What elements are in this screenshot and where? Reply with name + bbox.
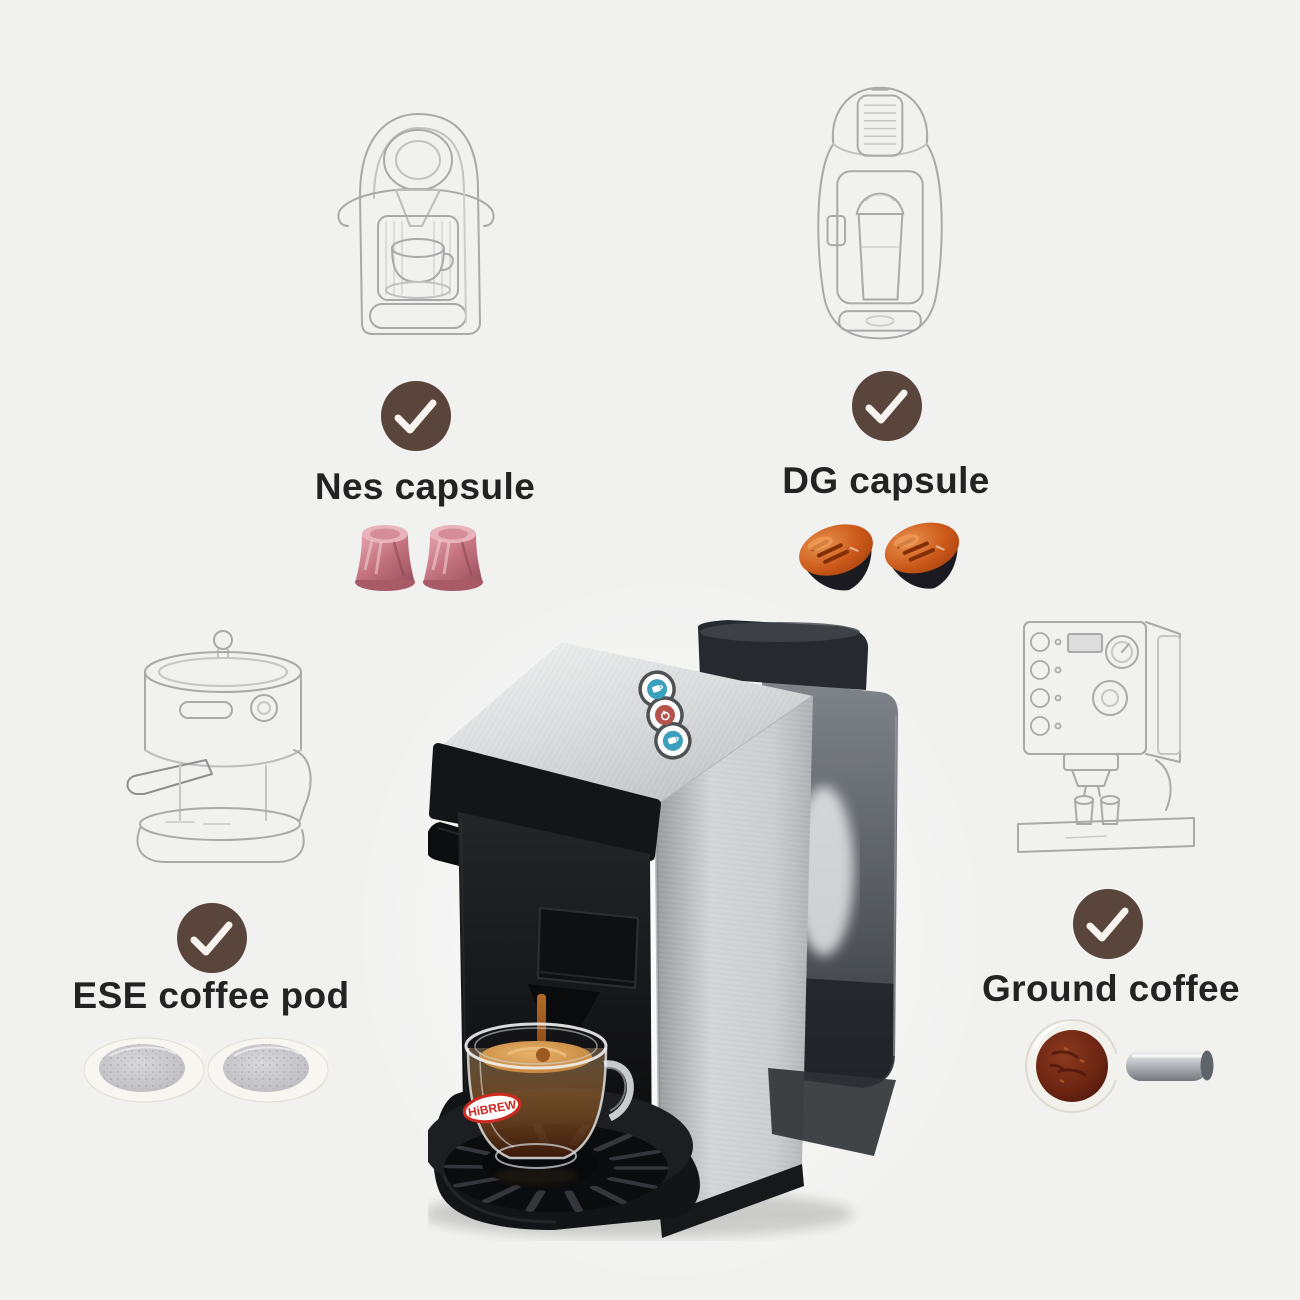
ese-pods-image — [83, 1037, 329, 1103]
dolce-gusto-machine-sketch — [812, 78, 948, 350]
control-buttons — [638, 670, 692, 760]
check-icon — [1086, 907, 1129, 942]
compat-label-ese: ESE coffee pod — [72, 975, 350, 1016]
pump-espresso-machine-sketch — [118, 624, 328, 874]
check-badge — [381, 381, 451, 451]
compat-label-ground: Ground coffee — [981, 968, 1241, 1009]
nespresso-machine-sketch — [322, 98, 502, 348]
check-badge — [852, 371, 922, 441]
base-strip — [660, 1164, 804, 1238]
glass-espresso-cup: HiBREW — [462, 1022, 634, 1185]
compat-label-dg: DG capsule — [782, 460, 990, 501]
cup-brand-logo: HiBREW — [462, 1092, 522, 1124]
under-tank-shadow — [768, 1068, 896, 1156]
check-icon — [865, 389, 908, 424]
capsule-drawer — [536, 906, 640, 990]
semi-pro-espresso-machine-sketch — [1006, 610, 1206, 855]
check-badge — [1073, 889, 1143, 959]
power-button — [655, 705, 675, 725]
compat-label-nes: Nes capsule — [314, 466, 536, 507]
check-icon — [394, 399, 437, 434]
check-badge — [177, 903, 247, 973]
cup-handle — [603, 1060, 634, 1122]
ground-coffee-portafilter-image — [1025, 1018, 1214, 1113]
check-icon — [190, 921, 233, 956]
coffee-machine-photo: HiBREW — [428, 620, 898, 1238]
